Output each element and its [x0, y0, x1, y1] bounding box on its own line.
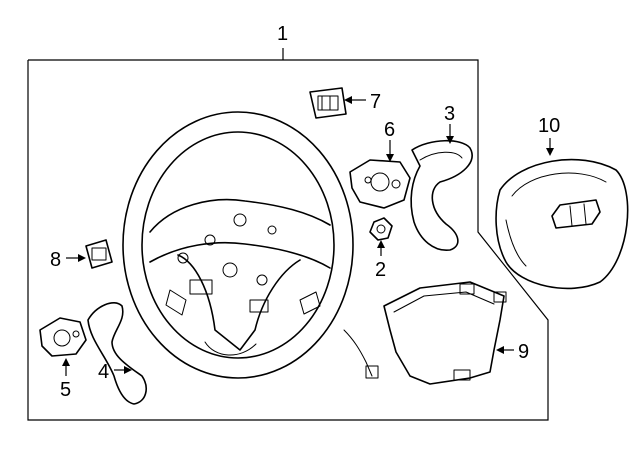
part-4-bezel: [87, 302, 147, 405]
callout-7: 7: [370, 91, 381, 113]
callout-3-arrow: [446, 136, 454, 144]
callout-4-arrow: [124, 366, 132, 374]
callout-9: 9: [518, 341, 529, 363]
callout-10: 10: [538, 115, 560, 137]
part-2-nut: [369, 217, 393, 241]
callout-2-arrow: [377, 240, 385, 248]
part-8-switch: [85, 239, 113, 269]
callout-8: 8: [50, 249, 61, 271]
callout-3: 3: [444, 103, 455, 125]
callout-5-arrow: [62, 358, 70, 366]
part-10-airbag: [495, 158, 629, 290]
callout-5: 5: [60, 379, 71, 401]
part-7-switch: [309, 87, 347, 119]
callout-6: 6: [384, 119, 395, 141]
part-6-switch: [349, 159, 411, 209]
callout-8-arrow: [78, 254, 86, 262]
callout-9-arrow: [496, 346, 504, 354]
part-5-switch: [39, 317, 87, 357]
callout-10-arrow: [546, 148, 554, 156]
callout-1: 1: [277, 23, 288, 45]
callout-2: 2: [375, 259, 386, 281]
assembly-outline: [27, 59, 549, 421]
callout-6-arrow: [386, 154, 394, 162]
part-3-bezel: [410, 139, 473, 251]
callout-4: 4: [98, 361, 109, 383]
steering-wheel: [122, 111, 354, 379]
callout-7-arrow: [344, 96, 352, 104]
part-9-harness: [343, 281, 507, 385]
